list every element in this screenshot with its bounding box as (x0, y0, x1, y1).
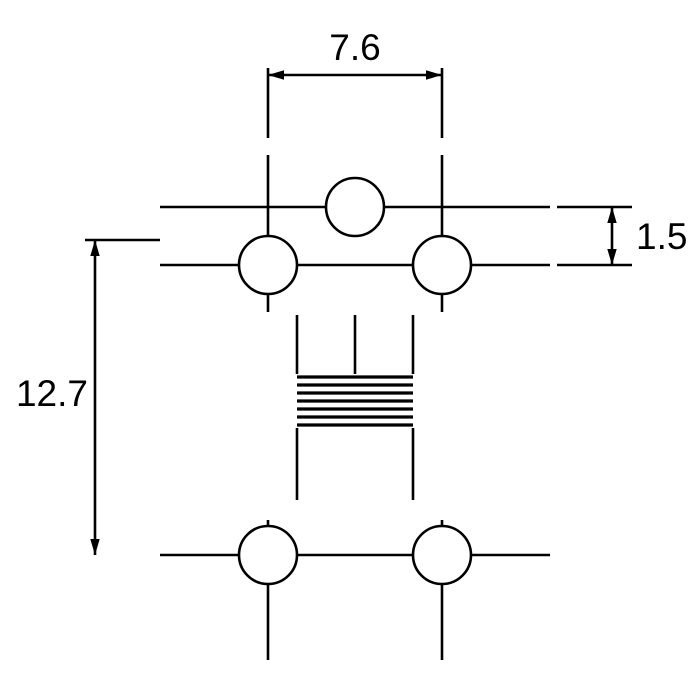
dimension-left-height: 12.7 (16, 238, 160, 555)
arrowhead-right-icon (426, 70, 442, 80)
dimension-label-right-pitch: 1.5 (636, 216, 687, 257)
arrowhead-down-icon (90, 539, 100, 555)
pin-hole-mid-right (411, 234, 473, 296)
pad-grid-bottom (160, 520, 550, 660)
dimension-right-pitch: 1.5 (557, 205, 687, 267)
pin-hole-mid-left (237, 234, 299, 296)
pin-hole-bottom-left (237, 524, 299, 586)
pin-hole-bottom-right (411, 524, 473, 586)
dimension-top-width: 7.6 (266, 27, 444, 138)
arrowhead-up-icon (90, 240, 100, 256)
dimension-label-top-width: 7.6 (329, 27, 380, 68)
pad-grid-top (160, 155, 550, 312)
arrowhead-down-icon (607, 249, 617, 265)
dimension-label-left-height: 12.7 (16, 373, 88, 414)
component-body (295, 315, 415, 500)
pin-hole-top-center (324, 176, 386, 238)
arrowhead-up-icon (607, 207, 617, 223)
arrowhead-left-icon (268, 70, 284, 80)
